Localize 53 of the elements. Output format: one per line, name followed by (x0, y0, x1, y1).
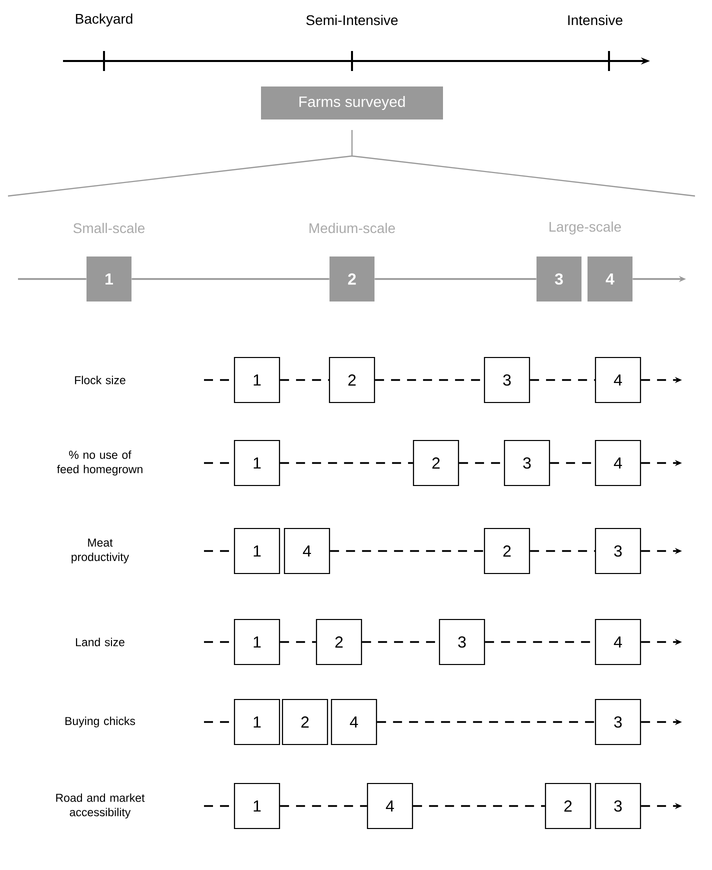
number-box: 1 (234, 440, 280, 486)
number-box: 1 (234, 782, 280, 830)
number-box: 4 (594, 356, 642, 404)
number-box: 3 (484, 356, 530, 404)
connector-line (413, 805, 545, 807)
connector-line (530, 550, 595, 552)
farm-box: 3 (536, 256, 582, 302)
number-box: 1 (234, 698, 280, 746)
number-box: 3 (504, 440, 550, 486)
scale-label: Intensive (568, 14, 622, 26)
connector-line (132, 278, 330, 280)
row-label: Land size (76, 638, 124, 646)
number-box: 1 (234, 528, 280, 574)
number-box: 1 (234, 356, 280, 404)
farm-box: 1 (86, 256, 132, 302)
number-box: 2 (484, 528, 530, 574)
number-box: 2 (544, 782, 592, 830)
farm-box: 4 (588, 256, 632, 302)
connector-line (330, 550, 484, 552)
row-label: Buying chicks (65, 716, 136, 728)
number-box: 3 (594, 698, 642, 746)
number-box: 4 (284, 528, 330, 574)
number-box: 4 (330, 698, 378, 746)
row-label: Flock size (75, 376, 126, 384)
category-label: Medium-scale (310, 222, 395, 234)
header-box: Farms surveyed (261, 86, 443, 120)
number-box: 2 (282, 698, 328, 746)
connector-line (280, 379, 329, 381)
number-box: 4 (594, 440, 642, 486)
connector-line (280, 805, 367, 807)
scale-label: Backyard (76, 13, 132, 27)
category-label: Small-scale (73, 222, 145, 234)
connector-line (374, 278, 536, 280)
number-box: 3 (438, 618, 486, 666)
number-box: 2 (328, 356, 376, 404)
number-box: 1 (234, 618, 280, 666)
number-box: 4 (366, 782, 414, 830)
row-label: Road and market accessibility (56, 793, 145, 819)
connector-line (280, 641, 316, 643)
number-box: 3 (594, 782, 642, 830)
category-label: Large-scale (550, 221, 621, 235)
number-box: 3 (594, 528, 642, 574)
row-label: Meat productivity (72, 538, 130, 564)
connector-line (377, 721, 595, 723)
number-box: 4 (594, 618, 642, 666)
connector-line (280, 462, 413, 464)
farm-box: 2 (330, 256, 374, 302)
number-box: 2 (412, 440, 460, 486)
number-box: 2 (316, 618, 362, 666)
scale-label: Semi-Intensive (306, 14, 398, 26)
connector-line (530, 379, 595, 381)
connector-line (18, 278, 86, 280)
row-label: % no use of feed homegrown (57, 450, 142, 476)
